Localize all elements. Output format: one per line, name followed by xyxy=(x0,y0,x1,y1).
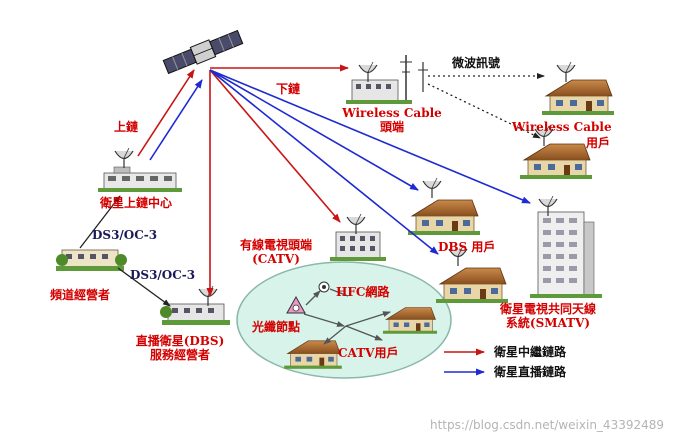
uplink-arrows xyxy=(137,69,203,161)
wireless-headend-building xyxy=(346,55,412,104)
wireless-headend-line2: 頭端 xyxy=(379,120,404,134)
hfc-links xyxy=(303,288,391,345)
microwave-tower-icon xyxy=(418,62,428,92)
hfc-network-area xyxy=(236,261,452,379)
legend-relay-label: 衛星中繼鏈路 xyxy=(494,345,567,359)
relay-downlinks xyxy=(206,64,349,297)
ds3-top-label: DS3/OC-3 xyxy=(92,228,158,242)
channel-operator-label: 頻道經營者 xyxy=(50,288,111,302)
legend-direct-label: 衛星直播鏈路 xyxy=(494,365,567,379)
legend-arrows xyxy=(444,348,485,376)
catv-headend-line2: (CATV) xyxy=(252,252,300,266)
ds3-bottom-label: DS3/OC-3 xyxy=(130,268,196,282)
microwave-links xyxy=(427,73,545,139)
hfc-network-label: HFC網路 xyxy=(336,285,390,299)
dbs-operator-line1: 直播衛星(DBS) xyxy=(135,334,225,348)
smatv-line1: 衛星電視共同天線 xyxy=(499,302,596,316)
downlink-label: 下鏈 xyxy=(276,82,301,96)
dbs-user-label: DBS 用戶 xyxy=(438,240,496,254)
catv-user-label: CATV用戶 xyxy=(338,346,399,360)
catv-headend-building xyxy=(330,213,386,261)
watermark: https://blog.csdn.net/weixin_43392489 xyxy=(430,418,665,432)
wireless-user-line2: 用戶 xyxy=(586,136,611,150)
dbs-user-house-2 xyxy=(435,245,509,304)
satellite-icon xyxy=(162,29,244,75)
catv-headend-label: 有線電視頭端 (CATV) xyxy=(226,238,326,266)
ds3-links xyxy=(79,195,171,307)
catv-headend-line1: 有線電視頭端 xyxy=(239,238,312,252)
uplink-center-label: 衛星上鏈中心 xyxy=(100,196,173,210)
dbs-operator-building xyxy=(160,285,230,325)
smatv-label: 衛星電視共同天線 系統(SMATV) xyxy=(474,302,622,330)
catv-headend-node-icon xyxy=(318,281,330,293)
dbs-operator-line2: 服務經營者 xyxy=(149,348,210,362)
fiber-node-label: 光纖節點 xyxy=(252,320,301,334)
direct-broadcast-links xyxy=(209,69,531,255)
wireless-headend-line1: Wireless Cable xyxy=(342,106,442,120)
uplink-label: 上鏈 xyxy=(114,120,139,134)
fiber-node-icon xyxy=(286,295,306,314)
wireless-headend-label: Wireless Cable 頭端 xyxy=(336,106,448,134)
dbs-operator-label: 直播衛星(DBS) 服務經營者 xyxy=(130,334,230,362)
wireless-user-house-1 xyxy=(541,61,615,116)
smatv-line2: 系統(SMATV) xyxy=(505,316,591,330)
dbs-user-house-1 xyxy=(407,177,481,236)
smatv-building xyxy=(530,195,602,298)
microwave-signal-label: 微波訊號 xyxy=(452,56,501,70)
channel-operator-building xyxy=(56,249,127,271)
uplink-center-building xyxy=(98,147,182,192)
wireless-user-line1: Wireless Cable xyxy=(512,120,612,134)
